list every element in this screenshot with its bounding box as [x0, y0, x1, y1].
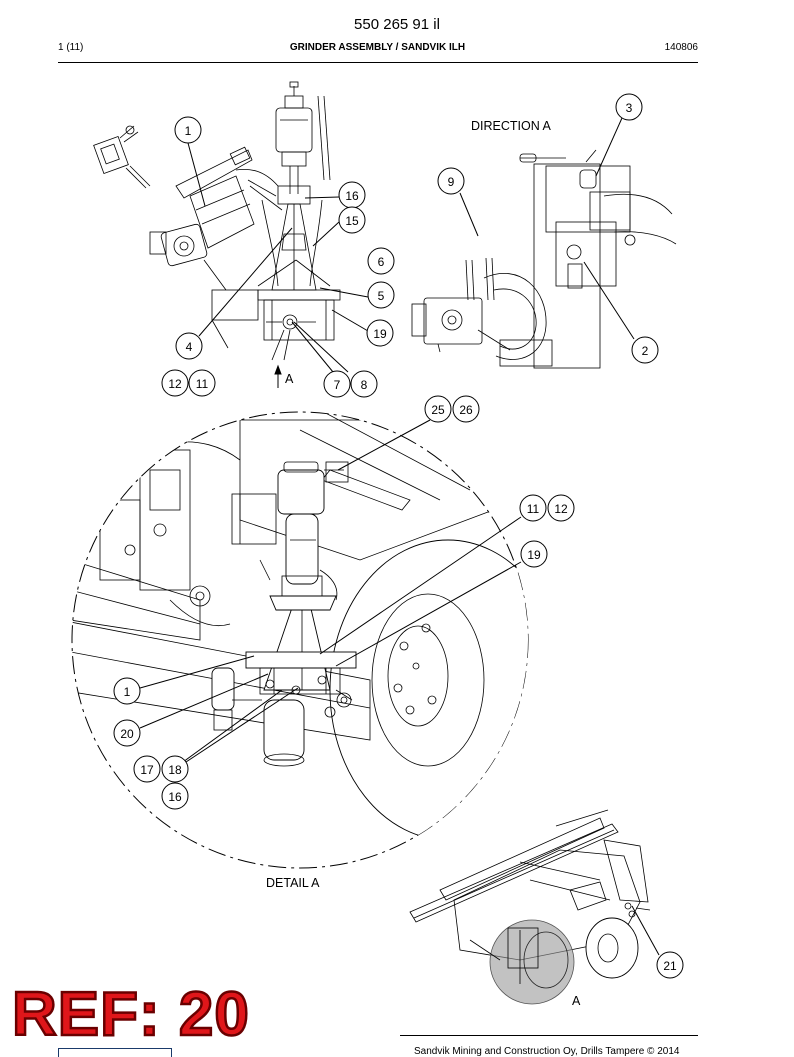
- svg-text:25: 25: [431, 403, 445, 417]
- svg-text:21: 21: [663, 959, 677, 973]
- svg-text:11: 11: [527, 502, 540, 516]
- overview-detail-label: A: [572, 994, 581, 1008]
- reference-tag: REF: 20: [11, 980, 250, 1049]
- svg-text:26: 26: [459, 403, 473, 417]
- svg-text:5: 5: [378, 289, 385, 303]
- detail-a-view: [71, 411, 529, 869]
- svg-text:17: 17: [140, 763, 154, 777]
- callout-18: 18: [161, 755, 189, 783]
- callout-2: 2: [631, 336, 659, 364]
- callout-17: 17: [133, 755, 161, 783]
- footer-copyright: Sandvik Mining and Construction Oy, Dril…: [414, 1046, 680, 1057]
- callout-1-mid: 1: [113, 677, 141, 705]
- svg-text:20: 20: [120, 727, 134, 741]
- svg-text:19: 19: [373, 327, 387, 341]
- svg-text:8: 8: [361, 378, 368, 392]
- callout-6: 6: [367, 247, 395, 275]
- footer-rule: [400, 1035, 698, 1036]
- svg-text:4: 4: [186, 340, 193, 354]
- svg-text:16: 16: [168, 790, 182, 804]
- callout-1-top: 1: [174, 116, 202, 144]
- callout-16-top: 16: [338, 181, 366, 209]
- document-title: GRINDER ASSEMBLY / SANDVIK ILH: [289, 42, 466, 53]
- callout-11-top: 11: [188, 369, 216, 397]
- callout-12-mid: 12: [547, 494, 575, 522]
- svg-text:18: 18: [168, 763, 182, 777]
- callout-5: 5: [367, 281, 395, 309]
- direction-a-label: DIRECTION A: [471, 119, 551, 133]
- direction-a-view: [411, 149, 677, 369]
- callout-15-top: 15: [338, 206, 366, 234]
- callout-12-top: 12: [161, 369, 189, 397]
- page-count: 1 (11): [58, 42, 84, 53]
- svg-text:12: 12: [168, 377, 182, 391]
- detail-a-label: DETAIL A: [266, 876, 320, 890]
- callout-7: 7: [323, 370, 351, 398]
- callout-16-mid: 16: [161, 782, 189, 810]
- leader-lines: [139, 117, 660, 956]
- callout-21: 21: [656, 951, 684, 979]
- machine-overview: [409, 809, 651, 1005]
- callout-19-top: 19: [366, 319, 394, 347]
- svg-text:1: 1: [185, 124, 192, 138]
- callout-20: 20: [113, 719, 141, 747]
- svg-text:15: 15: [345, 214, 359, 228]
- callout-19-mid: 19: [520, 540, 548, 568]
- svg-text:3: 3: [626, 101, 633, 115]
- svg-text:6: 6: [378, 255, 385, 269]
- header-rule: [58, 62, 698, 63]
- callout-25: 25: [424, 395, 452, 423]
- callout-8: 8: [350, 370, 378, 398]
- svg-text:16: 16: [345, 189, 359, 203]
- svg-text:2: 2: [642, 344, 649, 358]
- svg-text:12: 12: [554, 502, 568, 516]
- callout-26: 26: [452, 395, 480, 423]
- svg-text:7: 7: [334, 378, 341, 392]
- grinder-assembly-view: [93, 81, 341, 361]
- callout-11-mid: 11: [519, 494, 547, 522]
- document-date: 140806: [664, 42, 698, 53]
- svg-text:1: 1: [124, 685, 131, 699]
- document-number: 550 265 91 il: [354, 16, 440, 33]
- svg-text:9: 9: [448, 175, 455, 189]
- callout-9: 9: [437, 167, 465, 195]
- svg-text:19: 19: [527, 548, 541, 562]
- view-arrow-label: A: [285, 372, 294, 386]
- callout-3: 3: [615, 93, 643, 121]
- svg-text:11: 11: [196, 377, 209, 391]
- callout-4: 4: [175, 332, 203, 360]
